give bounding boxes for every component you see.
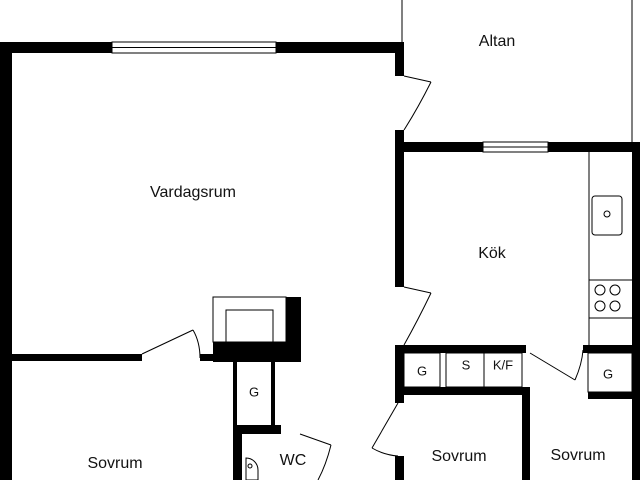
room-label-vardagsrum: Vardagsrum bbox=[150, 184, 236, 201]
room-label-sovrum-left: Sovrum bbox=[87, 455, 142, 472]
fixture-label-g-hall: G bbox=[249, 384, 259, 399]
fixture-label-kf: K/F bbox=[493, 357, 513, 372]
doors bbox=[141, 75, 584, 480]
walls bbox=[0, 42, 640, 480]
kitchen-counter bbox=[588, 152, 632, 345]
room-label-wc: WC bbox=[280, 452, 307, 469]
windows bbox=[111, 41, 549, 153]
room-label-sovrum-mid: Sovrum bbox=[431, 448, 486, 465]
fixture-label-g-mid: G bbox=[417, 363, 427, 378]
room-label-sovrum-right: Sovrum bbox=[550, 447, 605, 464]
fixture-label-s: S bbox=[462, 357, 471, 372]
balcony-outline bbox=[401, 0, 633, 142]
wc-sink bbox=[245, 457, 259, 480]
fixture-label-g-right: G bbox=[603, 366, 613, 381]
room-label-altan: Altan bbox=[479, 33, 515, 50]
room-label-kok: Kök bbox=[478, 245, 507, 262]
fireplace bbox=[212, 296, 287, 343]
storage-closets bbox=[403, 352, 633, 393]
